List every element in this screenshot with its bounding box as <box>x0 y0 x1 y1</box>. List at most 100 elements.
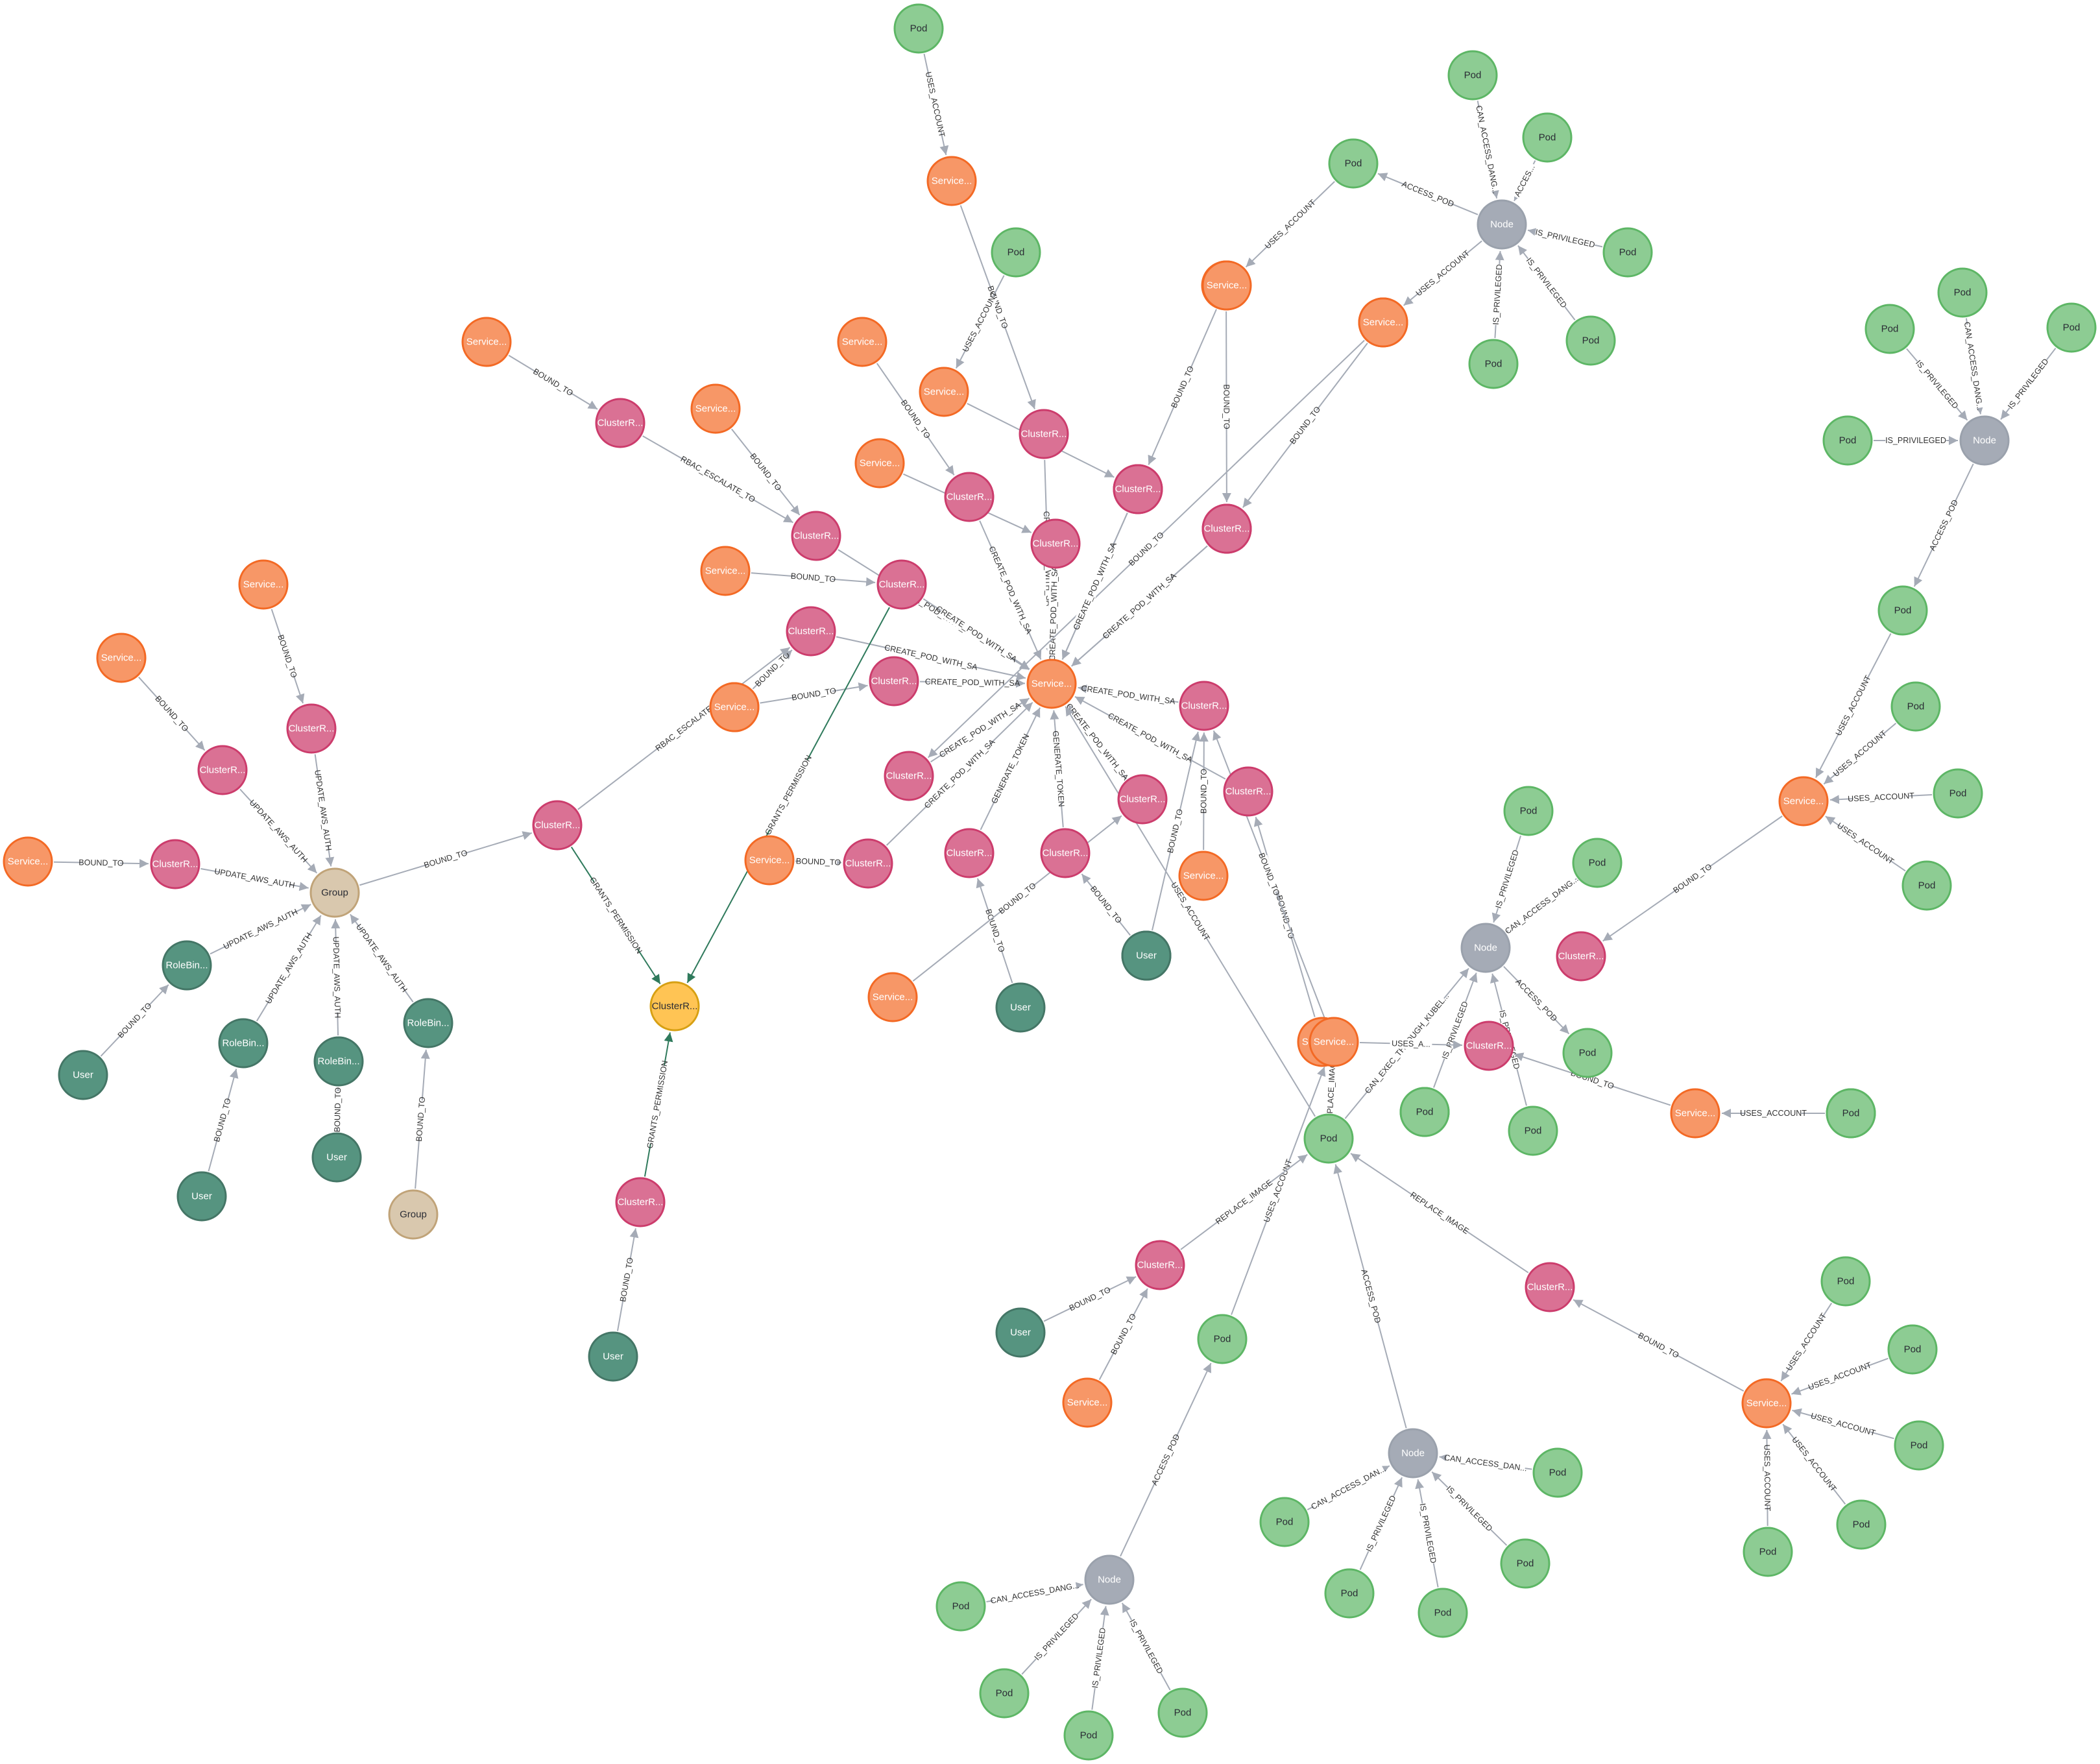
node-node[interactable]: Node <box>1959 415 2010 466</box>
node-pod[interactable]: Pod <box>1328 138 1379 189</box>
edge-bound-to[interactable]: BOUND_TO <box>1152 731 1201 931</box>
node-pod[interactable]: Pod <box>1063 1710 1114 1761</box>
node-circle[interactable] <box>1117 774 1168 825</box>
edge-bound-to[interactable]: BOUND_TO <box>795 856 842 868</box>
node-node[interactable]: Node <box>1477 199 1527 250</box>
edge-update-aws-auth[interactable]: UPDATE_AWS_AUTH <box>210 904 311 955</box>
node-pod[interactable]: Pod <box>1894 1420 1944 1471</box>
edge-bound-to[interactable]: BOUND_TO <box>271 609 305 704</box>
node-circle[interactable] <box>162 940 212 991</box>
node-circle[interactable] <box>1223 766 1273 817</box>
node-circle[interactable] <box>1822 415 1873 466</box>
edge-access-pod[interactable]: ACCESS_POD <box>1120 1362 1212 1557</box>
node-rolebin[interactable]: RoleBin... <box>403 998 453 1048</box>
edge-bound-to[interactable]: BOUND_TO <box>751 571 876 586</box>
edge-create-pod-with-sa[interactable]: CREATE_POD_WITH_SA <box>1078 684 1179 707</box>
node-circle[interactable] <box>1602 227 1653 278</box>
node-pod[interactable]: Pod <box>1303 1113 1354 1164</box>
node-circle[interactable] <box>388 1189 439 1240</box>
node-pod[interactable]: Pod <box>1822 415 1873 466</box>
node-clusterr[interactable]: ClusterR... <box>1019 409 1069 459</box>
node-service[interactable]: Service... <box>96 633 147 683</box>
edge-bound-to[interactable]: BOUND_TO <box>1213 730 1325 1019</box>
node-circle[interactable] <box>1894 1420 1944 1471</box>
node-circle[interactable] <box>926 156 977 206</box>
edge-uses-account[interactable]: USES_ACCOUNT <box>1761 1429 1773 1527</box>
node-pod[interactable]: Pod <box>1503 786 1554 836</box>
node-circle[interactable] <box>1836 1499 1887 1550</box>
node-circle[interactable] <box>461 317 512 367</box>
node-clusterr[interactable]: ClusterR... <box>1179 681 1229 731</box>
node-pod[interactable]: Pod <box>991 227 1041 278</box>
edge-is-privileged[interactable]: IS_PRIVILEGED <box>1431 1471 1508 1546</box>
node-circle[interactable] <box>1522 112 1573 163</box>
node-circle[interactable] <box>1826 1088 1876 1139</box>
node-clusterr[interactable]: ClusterR... <box>786 606 836 657</box>
node-circle[interactable] <box>791 511 841 561</box>
edge-bound-to[interactable]: BOUND_TO <box>1098 1288 1148 1381</box>
edge-create-pod-with-sa[interactable]: CREATE_POD_WITH_SA <box>1071 545 1208 667</box>
edge-bound-to[interactable]: BOUND_TO <box>731 428 801 516</box>
node-circle[interactable] <box>919 367 969 417</box>
edge-bound-to[interactable]: BOUND_TO <box>414 1049 430 1189</box>
node-service[interactable]: Service... <box>867 972 918 1022</box>
node-circle[interactable] <box>532 800 583 851</box>
node-group[interactable]: Group <box>309 867 360 918</box>
node-clusterr[interactable]: ClusterR... <box>197 745 248 795</box>
node-circle[interactable] <box>1778 776 1829 827</box>
node-circle[interactable] <box>286 703 337 754</box>
node-clusterr[interactable]: ClusterR... <box>1525 1262 1575 1312</box>
node-clusterr[interactable]: ClusterR... <box>1113 464 1163 514</box>
node-pod[interactable]: Pod <box>1399 1087 1450 1137</box>
node-circle[interactable] <box>1865 304 1915 354</box>
node-pod[interactable]: Pod <box>1937 267 1988 318</box>
node-circle[interactable] <box>944 472 995 522</box>
node-service[interactable]: Service... <box>1178 851 1229 901</box>
node-service[interactable]: Service... <box>709 682 760 732</box>
edge-uses-account[interactable]: USES_ACCOUNT <box>923 53 949 156</box>
node-rolebin[interactable]: RoleBin... <box>218 1018 269 1069</box>
node-circle[interactable] <box>176 1171 227 1222</box>
edge-uses-account[interactable]: USES_ACCOUNT <box>1829 790 1933 804</box>
edge-bound-to[interactable]: BOUND_TO <box>1602 816 1783 942</box>
node-circle[interactable] <box>1324 1568 1375 1619</box>
node-circle[interactable] <box>1026 658 1077 709</box>
node-circle[interactable] <box>1901 860 1952 911</box>
node-clusterroletarget[interactable]: ClusterR... <box>649 981 700 1032</box>
edge-is-privileged[interactable]: IS_PRIVILEGED <box>1089 1606 1109 1710</box>
node-service[interactable]: Service... <box>1741 1378 1792 1429</box>
edge-bound-to[interactable]: BOUND_TO <box>208 1069 239 1172</box>
edge-can-access-dang-[interactable]: CAN_ACCESS_DANG... <box>986 1580 1083 1606</box>
node-group[interactable]: Group <box>388 1189 439 1240</box>
node-circle[interactable] <box>1201 260 1252 311</box>
edge-is-privileged[interactable]: IS_PRIVILEGED <box>1491 835 1522 923</box>
node-service[interactable]: Service... <box>919 367 969 417</box>
node-circle[interactable] <box>854 438 905 489</box>
node-circle[interactable] <box>1464 1021 1514 1071</box>
node-user[interactable]: User <box>311 1132 362 1183</box>
node-service[interactable]: Service... <box>854 438 905 489</box>
edge-bound-to[interactable]: BOUND_TO <box>359 831 533 886</box>
node-circle[interactable] <box>1933 768 1983 819</box>
node-circle[interactable] <box>1508 1106 1558 1156</box>
edge-is-privileged[interactable]: IS_PRIVILEGED <box>2000 348 2057 420</box>
edge-is-privileged[interactable]: IS_PRIVILEGED <box>1906 348 1968 421</box>
node-circle[interactable] <box>1197 1314 1248 1364</box>
edge-bound-to[interactable]: BOUND_TO <box>760 682 868 704</box>
node-pod[interactable]: Pod <box>1836 1499 1887 1550</box>
node-clusterr[interactable]: ClusterR... <box>843 838 893 889</box>
edge-create-pod-with-sa[interactable]: CREATE_POD_WITH_SA <box>919 676 1026 689</box>
node-circle[interactable] <box>1179 681 1229 731</box>
edge-uses-account[interactable]: USES_ACCOUNT <box>1780 1303 1833 1382</box>
edge-uses-account[interactable]: USES_ACCOUNT <box>1782 1423 1846 1505</box>
node-clusterr[interactable]: ClusterR... <box>1040 828 1091 878</box>
node-pod[interactable]: Pod <box>1602 227 1653 278</box>
node-service[interactable]: Service... <box>744 835 795 886</box>
node-circle[interactable] <box>1670 1088 1720 1139</box>
edge-access-pod[interactable]: ACCESS_POD <box>1503 966 1570 1035</box>
edge-acces-[interactable]: ACCES... <box>1511 160 1538 202</box>
node-circle[interactable] <box>1062 1377 1113 1428</box>
edge-uses-account[interactable]: USES_ACCOUNT <box>955 275 1005 369</box>
edge-update-aws-auth[interactable]: UPDATE_AWS_AUTH <box>350 913 414 1003</box>
